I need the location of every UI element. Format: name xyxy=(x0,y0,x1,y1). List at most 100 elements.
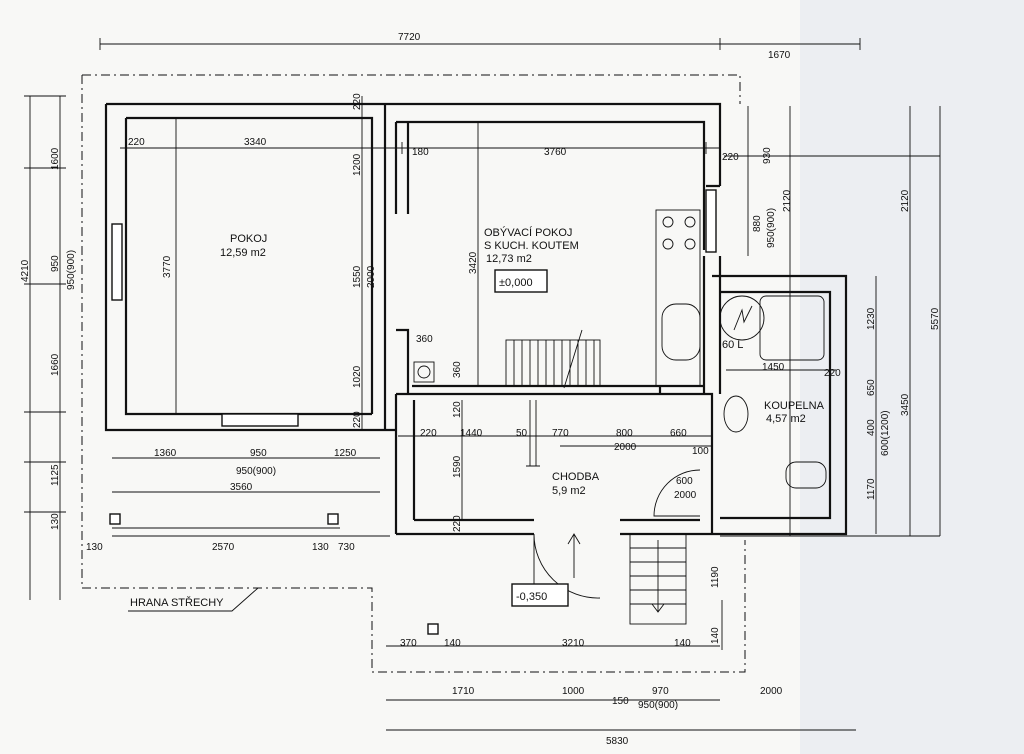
bathroom-door xyxy=(653,469,701,517)
dim: 400 xyxy=(866,419,877,436)
dim: 1450 xyxy=(762,362,785,373)
dim: 7720 xyxy=(398,32,421,43)
dim: 3770 xyxy=(162,255,173,278)
kitchen-wall xyxy=(702,186,722,394)
window-bottom xyxy=(221,413,299,427)
dim: 950 xyxy=(250,448,267,459)
entrance-stair xyxy=(629,533,687,625)
bathtub xyxy=(759,295,825,361)
dim: 130 xyxy=(86,542,103,553)
paper-shadow xyxy=(795,0,1024,754)
dim: 3450 xyxy=(900,393,911,416)
dim: 1125 xyxy=(50,464,61,486)
dim: 950 xyxy=(50,255,61,272)
dim: 5570 xyxy=(930,307,941,330)
attic-stair xyxy=(505,329,601,389)
dim: 2000 xyxy=(674,490,697,501)
vertical-dimension-labels: 1600 4210 950 950(900) 1660 1125 130 377… xyxy=(20,93,941,644)
obyvaci-name-2: S KUCH. KOUTEM xyxy=(484,240,579,252)
dim: 3420 xyxy=(468,251,479,274)
roof-edge-label: HRANA STŘECHY xyxy=(130,596,224,609)
roof-edge-leader xyxy=(128,587,259,612)
dim: 150 xyxy=(612,696,629,707)
dim: 650 xyxy=(866,379,877,396)
dim: 2570 xyxy=(212,542,235,553)
level-entry-box xyxy=(511,583,569,607)
level-entry: -0,350 xyxy=(516,591,547,603)
chodba-area: 5,9 m2 xyxy=(552,485,586,497)
dim: 140 xyxy=(674,638,691,649)
dim: 1190 xyxy=(710,566,721,588)
chodba-name: CHODBA xyxy=(552,471,600,483)
exterior-wall-left-wing xyxy=(104,102,396,432)
hob-burner xyxy=(662,238,674,250)
dim: 140 xyxy=(444,638,461,649)
room-labels: POKOJ 12,59 m2 OBÝVACÍ POKOJ S KUCH. KOU… xyxy=(130,226,825,609)
boiler-symbol xyxy=(733,305,753,331)
dim: 220 xyxy=(420,428,437,439)
obyvaci-name: OBÝVACÍ POKOJ xyxy=(484,226,572,239)
dim: 220 xyxy=(352,411,363,428)
level-main: ±0,000 xyxy=(499,277,533,289)
hob-burner xyxy=(684,238,696,250)
dim: 2000 xyxy=(366,265,377,288)
chodba-partition xyxy=(526,400,540,467)
dim: 2000 xyxy=(760,686,783,697)
dim: 130 xyxy=(50,513,61,530)
dim: 50 xyxy=(516,428,528,439)
pokoj-area: 12,59 m2 xyxy=(220,247,266,259)
dim: 220 xyxy=(352,93,363,110)
obyvaci-area: 12,73 m2 xyxy=(486,253,532,265)
dim: 930 xyxy=(762,147,773,164)
entrance-arrow xyxy=(567,533,581,578)
dim: 2120 xyxy=(782,189,793,212)
dim: 950(900) xyxy=(236,466,276,477)
dim: 660 xyxy=(670,428,687,439)
dim: 3560 xyxy=(230,482,253,493)
dim: 3210 xyxy=(562,638,585,649)
dim: 1710 xyxy=(452,686,475,697)
dim: 1440 xyxy=(460,428,483,439)
dim: 1020 xyxy=(352,365,363,388)
dim: 5830 xyxy=(606,736,629,747)
interior-wall-mid xyxy=(383,104,410,430)
column-2 xyxy=(327,513,339,525)
column-1 xyxy=(109,513,121,525)
column-3 xyxy=(427,623,439,635)
dim: 130 xyxy=(312,542,329,553)
dim: 1590 xyxy=(452,455,463,478)
dim: 950(900) xyxy=(66,250,77,290)
kitchen-counter xyxy=(655,209,701,387)
dim: 1200 xyxy=(352,153,363,176)
dim: 950(900) xyxy=(766,208,777,248)
dim: 2000 xyxy=(614,442,637,453)
roof-edge-outline xyxy=(81,74,746,673)
dimension-labels: 7720 1670 220 3340 180 3760 220 360 1360… xyxy=(86,32,841,747)
koupelna-area: 4,57 m2 xyxy=(766,413,806,425)
dim: 1660 xyxy=(50,353,61,376)
koupelna-name: KOUPELNA xyxy=(764,400,825,412)
dim: 600 xyxy=(676,476,693,487)
dim: 220 xyxy=(722,152,739,163)
dim: 180 xyxy=(412,147,429,158)
window-left xyxy=(111,223,123,301)
dimension-lines xyxy=(24,38,941,731)
chodba-walls xyxy=(394,392,714,536)
chimney-flue xyxy=(417,365,431,379)
dim: 2120 xyxy=(900,189,911,212)
dim: 1550 xyxy=(352,265,363,288)
dim: 220 xyxy=(824,368,841,379)
dim: 140 xyxy=(710,627,721,644)
dim: 1170 xyxy=(866,478,877,500)
boiler xyxy=(719,295,765,341)
dim: 220 xyxy=(128,137,145,148)
toilet xyxy=(785,461,827,489)
dim: 3760 xyxy=(544,147,567,158)
dim: 4210 xyxy=(20,259,31,282)
dim: 1360 xyxy=(154,448,177,459)
hob-burner xyxy=(662,216,674,228)
dim: 800 xyxy=(616,428,633,439)
dim: 730 xyxy=(338,542,355,553)
dim: 1230 xyxy=(866,307,877,330)
